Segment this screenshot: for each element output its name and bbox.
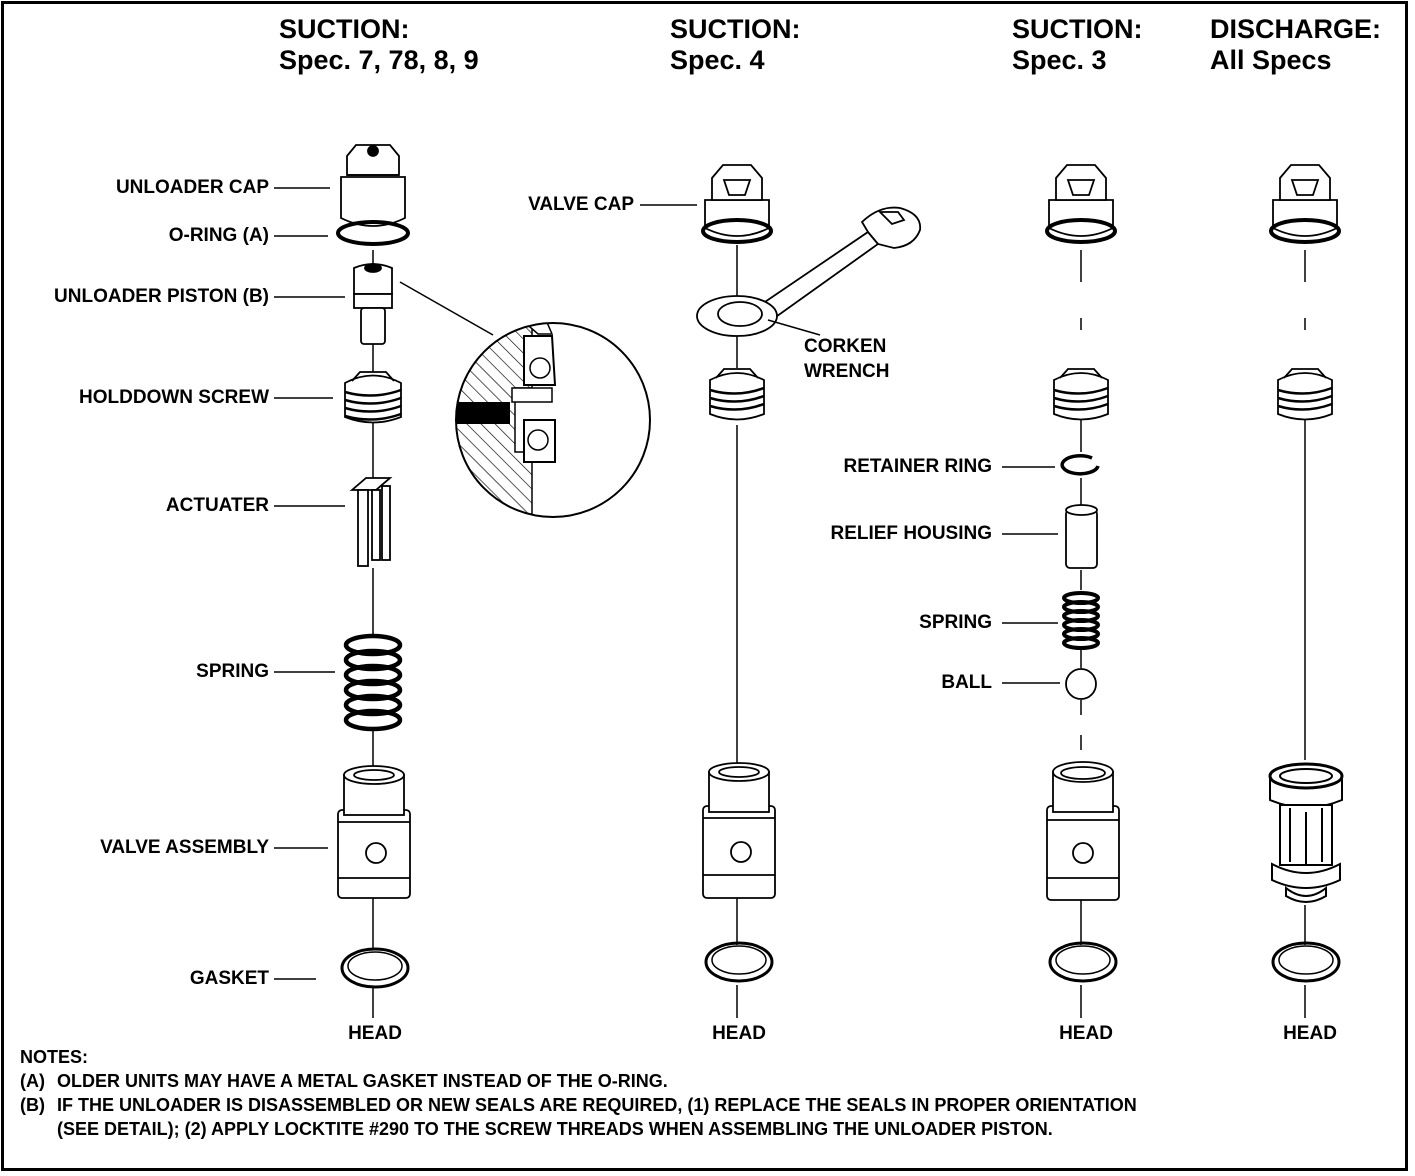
note-a: (A) OLDER UNITS MAY HAVE A METAL GASKET … (20, 1069, 1405, 1093)
retainer-ring-part (1060, 454, 1100, 476)
discharge-valve-part (1268, 762, 1344, 903)
leader-lines (274, 187, 1060, 980)
label-corken-wrench-line2: WRENCH (804, 361, 890, 382)
note-a-tag: (A) (20, 1071, 45, 1091)
note-b-text-line1: IF THE UNLOADER IS DISASSEMBLED OR NEW S… (57, 1095, 1137, 1115)
label-actuater: ACTUATER (165, 495, 269, 516)
label-ball: BALL (941, 672, 992, 693)
label-holddown-screw: HOLDDOWN SCREW (79, 387, 269, 408)
ball-part (1065, 668, 1097, 700)
head-label-2: HEAD (712, 1023, 766, 1044)
note-a-text: OLDER UNITS MAY HAVE A METAL GASKET INST… (57, 1071, 668, 1091)
valve-assembly-part (1046, 761, 1120, 901)
spring-part (343, 633, 403, 732)
valve-cap-part (1272, 164, 1338, 237)
column-title: SUCTION: (1012, 14, 1143, 44)
unloader-piston-part (353, 263, 393, 345)
small-spring-part (1062, 591, 1100, 650)
label-unloader-cap: UNLOADER CAP (115, 177, 269, 198)
label-spring: SPRING (196, 661, 269, 682)
column-header-spec-4: SUCTION: Spec. 4 (670, 14, 801, 76)
unloader-cap-part (340, 144, 406, 227)
label-unloader-piston: UNLOADER PISTON (B) (54, 286, 269, 307)
column-title: SUCTION: (279, 14, 410, 44)
valve-assembly-part (702, 762, 776, 899)
gasket-part (1048, 941, 1118, 983)
label-spring-small: SPRING (919, 612, 992, 633)
column-subtitle: Spec. 4 (670, 45, 765, 75)
label-valve-cap: VALVE CAP (528, 194, 634, 215)
label-gasket: GASKET (189, 968, 269, 989)
o-ring-part (336, 220, 410, 246)
holddown-screw-part (344, 371, 402, 424)
column-header-spec-7-8-9: SUCTION: Spec. 7, 78, 8, 9 (279, 14, 479, 76)
label-corken-wrench: CORKEN WRENCH (804, 334, 890, 384)
relief-housing-part (1065, 504, 1098, 569)
column-3-assembly (1045, 164, 1120, 1018)
holddown-screw-part (1053, 368, 1109, 421)
label-corken-wrench-line1: CORKEN (804, 336, 887, 357)
note-b-text-line2: (SEE DETAIL); (2) APPLY LOCKTITE #290 TO… (57, 1119, 1053, 1139)
holddown-screw-part (1277, 368, 1333, 421)
gasket-part (704, 941, 774, 983)
column-subtitle: All Specs (1210, 45, 1332, 75)
column-2-assembly (696, 164, 922, 1018)
note-b-tag: (B) (20, 1095, 45, 1115)
column-title: SUCTION: (670, 14, 801, 44)
notes-section: NOTES: (A) OLDER UNITS MAY HAVE A METAL … (20, 1045, 1405, 1141)
column-4-assembly (1268, 164, 1344, 1018)
column-1-assembly (336, 144, 494, 1018)
note-b: (B) IF THE UNLOADER IS DISASSEMBLED OR N… (20, 1093, 1405, 1117)
column-title: DISCHARGE: (1210, 14, 1382, 44)
column-subtitle: Spec. 7, 78, 8, 9 (279, 45, 479, 75)
valve-assembly-part (337, 765, 411, 899)
actuater-part (349, 477, 393, 567)
column-subtitle: Spec. 3 (1012, 45, 1107, 75)
notes-heading: NOTES: (20, 1047, 89, 1067)
label-relief-housing: RELIEF HOUSING (830, 523, 992, 544)
column-header-discharge: DISCHARGE: All Specs (1210, 14, 1381, 76)
gasket-part (1271, 941, 1341, 983)
head-label-4: HEAD (1283, 1023, 1337, 1044)
label-o-ring: O-RING (A) (168, 225, 269, 246)
head-label-1: HEAD (348, 1023, 402, 1044)
label-retainer-ring: RETAINER RING (843, 456, 992, 477)
gasket-part (340, 947, 410, 989)
head-label-3: HEAD (1059, 1023, 1113, 1044)
valve-cap-part (1048, 164, 1114, 237)
holddown-screw-part (709, 368, 765, 421)
o-ring-part (1269, 218, 1341, 244)
seal-detail-circle (455, 322, 651, 518)
label-valve-assembly: VALVE ASSEMBLY (100, 837, 269, 858)
valve-cap-part (704, 164, 770, 237)
column-header-spec-3: SUCTION: Spec. 3 (1012, 14, 1143, 76)
o-ring-part (701, 218, 773, 244)
o-ring-part (1045, 218, 1117, 244)
corken-wrench-part (696, 206, 922, 337)
